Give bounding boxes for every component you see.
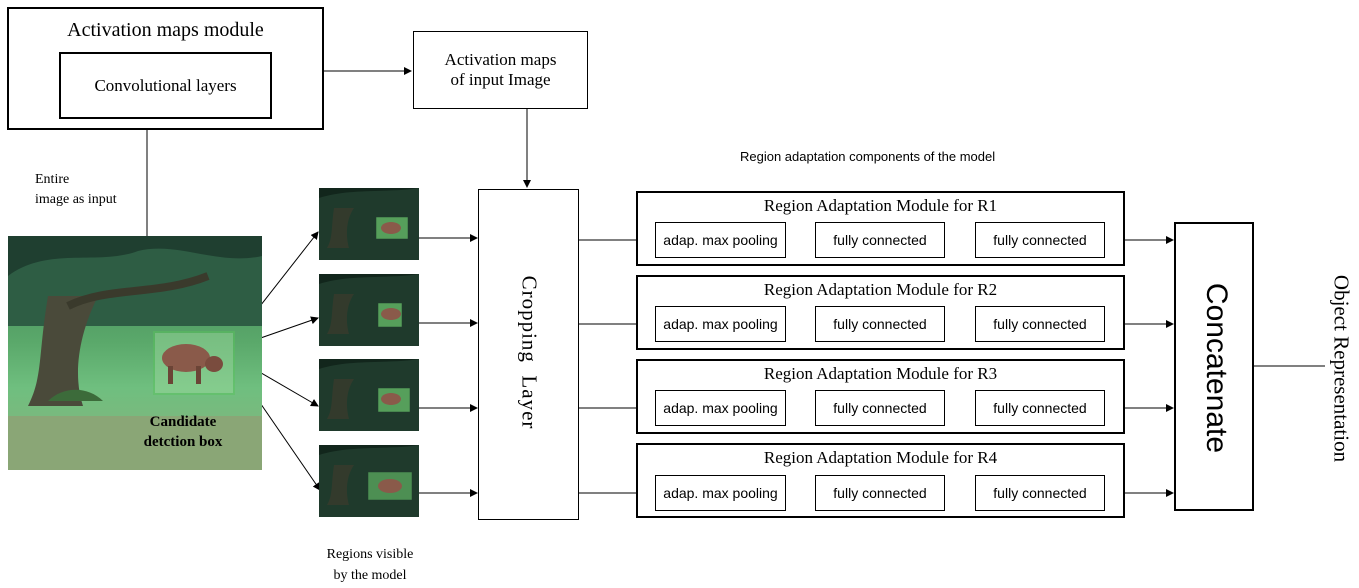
step-label: fully connected: [993, 316, 1087, 332]
step-label: fully connected: [993, 400, 1087, 416]
regions-visible-label: Regions visible by the model: [300, 544, 440, 586]
concatenate-label: Concatenate: [1200, 282, 1233, 454]
fully-connected-box: fully connected: [815, 222, 945, 258]
region-module-title: Region Adaptation Module for R3: [763, 364, 998, 383]
region-thumbnail-1: [319, 188, 419, 260]
activation-maps-line2: of input Image: [450, 70, 551, 89]
step-label: adap. max pooling: [663, 232, 778, 248]
step-label: fully connected: [833, 232, 927, 248]
entire-image-line1: Entire: [35, 172, 70, 187]
object-representation-label: Object Representation: [1329, 274, 1354, 463]
cropping-layer-label: Cropping Layer: [517, 275, 542, 430]
region-module-title: Region Adaptation Module for R4: [763, 448, 998, 467]
activation-maps-box: Activation maps of input Image: [413, 31, 588, 109]
activation-maps-line1: Activation maps: [444, 50, 557, 69]
candidate-line1: Candidate: [149, 414, 217, 430]
fully-connected-box: fully connected: [815, 390, 945, 426]
step-label: fully connected: [833, 400, 927, 416]
step-label: adap. max pooling: [663, 316, 778, 332]
region-module-title: Region Adaptation Module for R2: [763, 280, 998, 299]
concatenate-box: Concatenate: [1174, 222, 1254, 511]
region-thumbnail-3: [319, 359, 419, 431]
input-photo: Candidate detction box: [8, 236, 262, 470]
step-label: fully connected: [833, 316, 927, 332]
fully-connected-box: fully connected: [815, 306, 945, 342]
candidate-line2: detction box: [143, 434, 223, 450]
activation-module-title: Activation maps module: [67, 19, 264, 41]
adap-max-pooling-box: adap. max pooling: [655, 306, 786, 342]
step-label: fully connected: [993, 232, 1087, 248]
region-components-label: Region adaptation components of the mode…: [740, 149, 996, 164]
fully-connected-box: fully connected: [975, 475, 1105, 511]
adap-max-pooling-box: adap. max pooling: [655, 390, 786, 426]
fully-connected-box: fully connected: [815, 475, 945, 511]
entire-image-line2: image as input: [35, 192, 117, 207]
step-label: fully connected: [993, 485, 1087, 501]
regions-line2: by the model: [333, 568, 407, 583]
fully-connected-box: fully connected: [975, 390, 1105, 426]
region-thumbnail-2: [319, 274, 419, 346]
fully-connected-box: fully connected: [975, 222, 1105, 258]
adap-max-pooling-box: adap. max pooling: [655, 222, 786, 258]
tree-and-cow-icon: [8, 236, 262, 470]
region-module-title: Region Adaptation Module for R1: [763, 196, 998, 215]
entire-image-label: Entire image as input: [35, 170, 117, 210]
cropping-layer-box: Cropping Layer: [478, 189, 579, 520]
step-label: fully connected: [833, 485, 927, 501]
regions-line1: Regions visible: [326, 547, 414, 562]
step-label: adap. max pooling: [663, 400, 778, 416]
convolutional-layers-box: Convolutional layers: [59, 52, 272, 119]
step-label: adap. max pooling: [663, 485, 778, 501]
region-thumbnail-4: [319, 445, 419, 517]
adap-max-pooling-box: adap. max pooling: [655, 475, 786, 511]
candidate-box-label: Candidate detction box: [128, 412, 238, 452]
fully-connected-box: fully connected: [975, 306, 1105, 342]
conv-layers-label: Convolutional layers: [94, 75, 237, 95]
